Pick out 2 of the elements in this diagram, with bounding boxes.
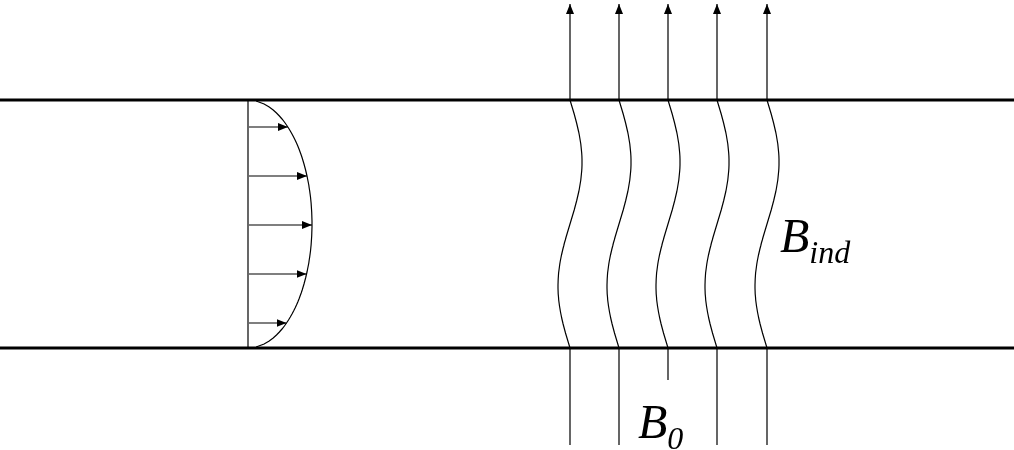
applied-field-label: B$_{0}$: [638, 398, 684, 450]
induced-field-label: B$_{ind}$: [780, 212, 851, 268]
